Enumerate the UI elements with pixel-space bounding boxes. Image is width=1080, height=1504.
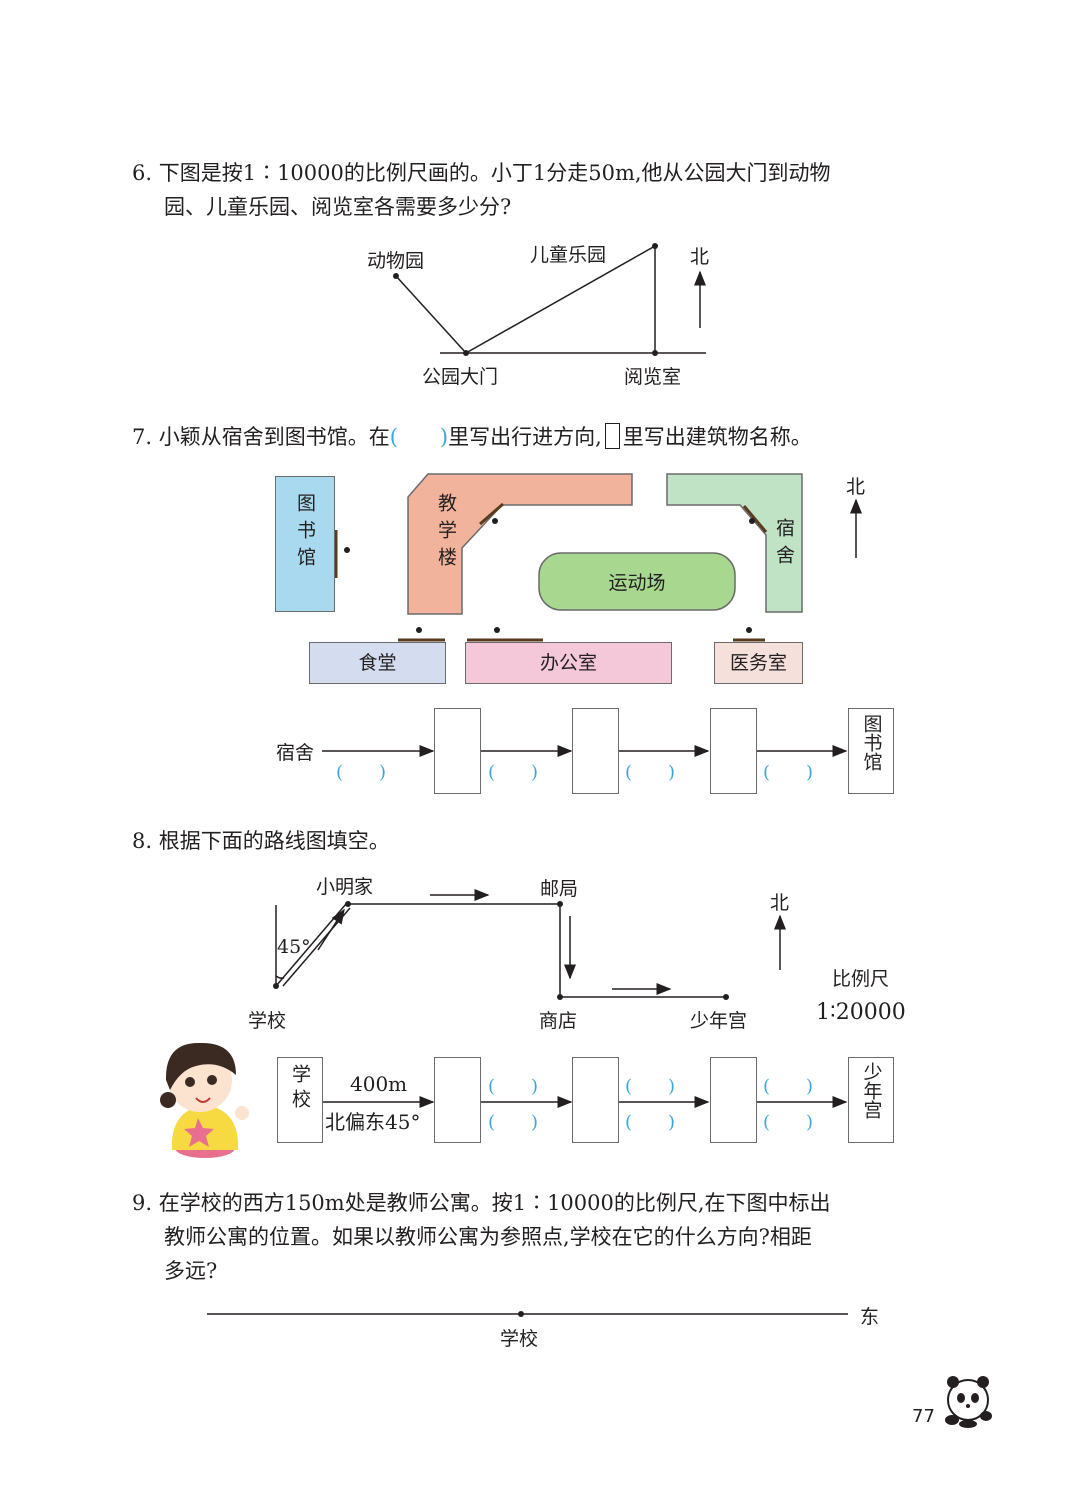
- question-6: 6. 下图是按1∶10000的比例尺画的。小丁1分走50m,他从公园大门到动物 …: [132, 156, 952, 224]
- q9-school-label: 学校: [500, 1328, 539, 1350]
- q8-route-end-box: [848, 1057, 894, 1143]
- q8-route-end-label: 少年宫: [848, 1062, 894, 1126]
- q8-distance-blank-3[interactable]: ( ): [763, 1076, 814, 1097]
- clinic-building: 医务室: [714, 642, 803, 684]
- library-label: 图书馆: [275, 493, 335, 585]
- dorm-label: 宿舍: [766, 518, 802, 583]
- q9-line2: 教师公寓的位置。如果以教师公寓为参照点,学校在它的什么方向?相距: [164, 1225, 812, 1249]
- label-park-gate: 公园大门: [422, 366, 499, 388]
- doors: [334, 502, 768, 642]
- q8-route-start-box: [277, 1057, 323, 1143]
- q7-box-symbol: [604, 423, 620, 449]
- q7-route-end-text: 图书馆: [860, 714, 883, 771]
- q9-east-label: 东: [860, 1306, 880, 1328]
- q7-north-label: 北: [846, 476, 866, 498]
- question-9: 9. 在学校的西方150m处是教师公寓。按1∶10000的比例尺,在下图中标出 …: [132, 1186, 952, 1288]
- q8-direction: 北偏东45°: [325, 1110, 421, 1134]
- question-7: 7. 小颖从宿舍到图书馆。在( )里写出行进方向, 里写出建筑物名称。: [132, 420, 952, 454]
- page-number: 77: [912, 1406, 935, 1427]
- label-playground: 儿童乐园: [530, 244, 607, 266]
- door-dots: [344, 518, 755, 633]
- q7-paren: ( ): [389, 425, 449, 449]
- scale-title: 比例尺: [832, 968, 890, 990]
- q8-distance-blank-1[interactable]: ( ): [488, 1076, 539, 1097]
- q8-route-end-text: 少年宫: [860, 1062, 883, 1119]
- q8-map: [275, 889, 786, 998]
- q8-route-start-text: 学校: [289, 1064, 311, 1114]
- library-building: [275, 476, 335, 612]
- q6-line2: 园、儿童乐园、阅览室各需要多少分?: [164, 195, 512, 219]
- teaching-building-text: 教学楼: [435, 493, 457, 574]
- q7-direction-blank-2[interactable]: ( ): [488, 762, 539, 783]
- q6-north-label: 北: [690, 246, 710, 268]
- q7-prefix: 7. 小颖从宿舍到图书馆。在: [132, 425, 390, 449]
- label-school: 学校: [248, 1010, 287, 1032]
- sports-field-shape: [538, 552, 736, 611]
- q7-direction-blank-3[interactable]: ( ): [625, 762, 676, 783]
- sports-field-label: 运动场: [608, 572, 666, 594]
- q9-line3: 多远?: [164, 1259, 218, 1283]
- q7-route-start: 宿舍: [276, 742, 315, 764]
- label-angle: 45°: [277, 936, 311, 958]
- question-8: 8. 根据下面的路线图填空。: [132, 829, 390, 853]
- q7-route-end-label: 图书馆: [848, 714, 894, 778]
- office-building: 办公室: [465, 642, 672, 684]
- label-xiaoming-home: 小明家: [316, 876, 374, 898]
- label-zoo: 动物园: [367, 250, 425, 272]
- library-text: 图书馆: [294, 493, 316, 574]
- dorm-shape: [666, 473, 803, 613]
- panda-illustration: [945, 1376, 992, 1428]
- q9-school-dot: [518, 1311, 524, 1317]
- q8-direction-blank-2[interactable]: ( ): [625, 1112, 676, 1133]
- label-reading-room: 阅览室: [624, 366, 682, 388]
- dorm-text: 宿舍: [773, 518, 795, 572]
- label-post-office: 邮局: [540, 878, 579, 900]
- label-youth-palace: 少年宫: [690, 1010, 748, 1032]
- q7-route-end-box: [848, 708, 894, 794]
- q8-answer-box-2[interactable]: [572, 1057, 619, 1143]
- q8-answer-box-1[interactable]: [434, 1057, 481, 1143]
- scale-value: 1∶20000: [816, 1000, 906, 1025]
- q8-direction-blank-1[interactable]: ( ): [488, 1112, 539, 1133]
- q8-direction-blank-3[interactable]: ( ): [763, 1112, 814, 1133]
- teaching-building-label: 教学楼: [408, 493, 484, 585]
- q8-answer-box-3[interactable]: [710, 1057, 757, 1143]
- q6-map: [393, 243, 706, 356]
- q7-answer-box-1[interactable]: [434, 708, 481, 794]
- q8-distance: 400m: [350, 1072, 408, 1096]
- canteen-building: 食堂: [309, 642, 446, 684]
- q7-mid: 里写出行进方向,: [448, 425, 602, 449]
- q7-suffix: 里写出建筑物名称。: [622, 425, 812, 449]
- q6-line1: 6. 下图是按1∶10000的比例尺画的。小丁1分走50m,他从公园大门到动物: [132, 161, 831, 185]
- q7-direction-blank-1[interactable]: ( ): [336, 762, 387, 783]
- label-shop: 商店: [539, 1010, 578, 1032]
- q7-answer-box-2[interactable]: [572, 708, 619, 794]
- q7-direction-blank-4[interactable]: ( ): [763, 762, 814, 783]
- q7-answer-box-3[interactable]: [710, 708, 757, 794]
- q9-line1: 9. 在学校的西方150m处是教师公寓。按1∶10000的比例尺,在下图中标出: [132, 1191, 831, 1215]
- teaching-building-shape: [407, 473, 633, 615]
- q8-route-start-label: 学校: [277, 1064, 323, 1125]
- girl-illustration: [160, 1042, 249, 1158]
- q8-north-label: 北: [770, 892, 790, 914]
- q8-dots: [273, 901, 729, 1000]
- q8-distance-blank-2[interactable]: ( ): [625, 1076, 676, 1097]
